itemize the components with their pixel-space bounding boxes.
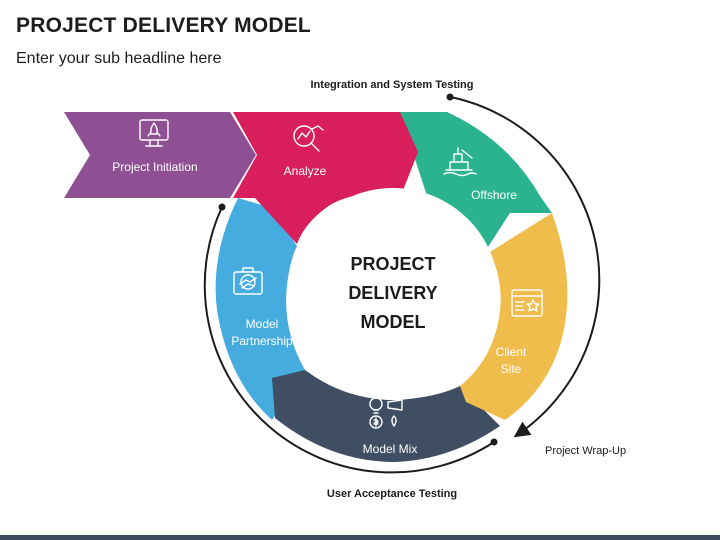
segment-model-partnership[interactable] <box>215 198 305 420</box>
outer-ring-left-arc <box>203 206 495 474</box>
center-title-line2: DELIVERY <box>348 283 437 303</box>
segment-offshore[interactable] <box>397 112 552 250</box>
segment-project-initiation[interactable] <box>64 112 256 198</box>
center-title-line1: PROJECT <box>350 254 435 274</box>
annotation-integration-testing: Integration and System Testing <box>311 79 474 91</box>
label-client-site-line1: Client <box>496 345 527 359</box>
magnifier-chart-icon <box>293 125 324 152</box>
label-model-partnership-line1: Model <box>246 317 279 331</box>
center-title-line3: MODEL <box>361 312 426 332</box>
segment-analyze[interactable] <box>233 112 418 244</box>
label-project-initiation: Project Initiation <box>112 160 197 174</box>
annotation-project-wrap-up: Project Wrap-Up <box>545 445 626 457</box>
webpage-star-icon <box>511 289 543 317</box>
center-hub <box>287 188 499 400</box>
label-offshore: Offshore <box>471 188 517 202</box>
label-model-mix: Model Mix <box>363 442 418 456</box>
page-subtitle: Enter your sub headline here <box>16 50 222 67</box>
idea-money-icon <box>369 397 403 429</box>
ring-dot-bottom <box>490 438 498 446</box>
ring-dot-top <box>446 93 454 101</box>
label-model-partnership-line2: Partnership <box>231 334 293 348</box>
page-title: PROJECT DELIVERY MODEL <box>16 14 311 37</box>
segment-model-mix[interactable] <box>272 370 500 462</box>
oil-rig-icon <box>443 147 477 177</box>
outer-ring-right-arc <box>450 96 601 438</box>
label-client-site-line2: Site <box>501 362 522 376</box>
label-analyze: Analyze <box>284 164 327 178</box>
handshake-briefcase-icon <box>233 267 263 295</box>
ring-dot-left <box>218 203 226 211</box>
footer-bar <box>0 535 720 540</box>
rocket-monitor-icon <box>139 119 169 147</box>
annotation-user-acceptance-testing: User Acceptance Testing <box>327 488 457 500</box>
